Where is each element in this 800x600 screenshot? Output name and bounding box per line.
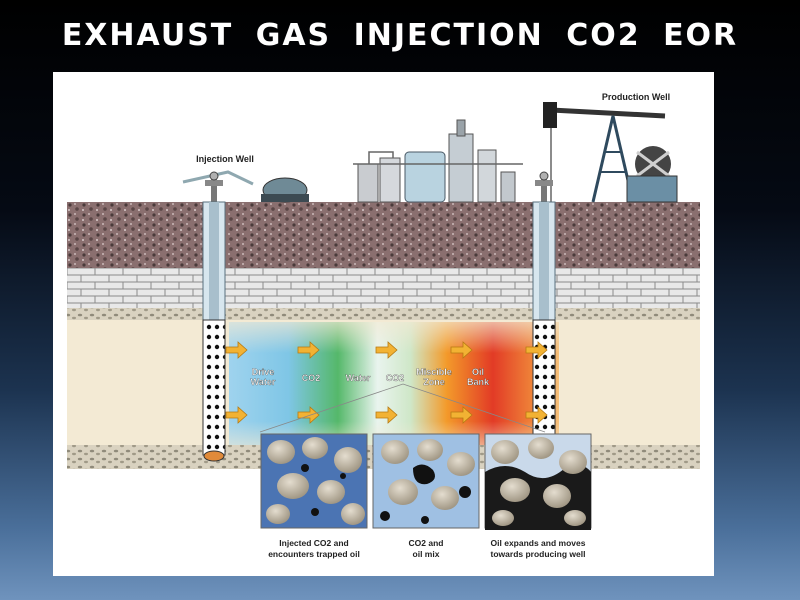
processing-plant — [353, 119, 523, 203]
slide-title: EXHAUST GAS INJECTION CO2 EOR — [61, 18, 739, 53]
panel-caption: CO2 and — [409, 538, 444, 548]
panel-captions: Injected CO2 and encounters trapped oil … — [268, 538, 586, 559]
flow-arrow — [225, 341, 248, 359]
zone-label: Bank — [467, 377, 490, 387]
flow-arrows — [225, 341, 548, 424]
zone-labels: Drive Water CO2 Water CO2 Miscible Zone … — [251, 367, 491, 387]
zone-label: Water — [251, 377, 276, 387]
production-well — [532, 171, 556, 436]
flow-arrow — [525, 341, 548, 359]
flow-arrow — [225, 406, 248, 424]
panel-caption: Oil expands and moves — [491, 538, 586, 548]
zone-label: Miscible — [416, 367, 452, 377]
eor-diagram-svg: Injection Well Production Well Drive Wat… — [53, 72, 714, 576]
production-well-label: Production Well — [602, 92, 670, 102]
zone-label: CO2 — [386, 373, 405, 383]
injection-well — [202, 171, 226, 462]
compressor — [182, 170, 309, 203]
pore-panel-1 — [260, 433, 368, 529]
pore-panel-3 — [484, 433, 592, 530]
zone-label: CO2 — [302, 373, 321, 383]
flow-arrow — [525, 406, 548, 424]
flow-arrow — [450, 341, 473, 359]
panel-caption: towards producing well — [491, 549, 586, 559]
zone-label: Zone — [423, 377, 445, 387]
panel-caption: Injected CO2 and — [279, 538, 348, 548]
flow-arrow — [375, 406, 398, 424]
pump-jack — [543, 102, 678, 203]
panel-caption: encounters trapped oil — [268, 549, 360, 559]
rock-layer — [67, 202, 700, 268]
eor-diagram: Injection Well Production Well Drive Wat… — [53, 72, 714, 576]
pore-panel-2 — [372, 433, 480, 529]
pebble-seam-top — [67, 308, 700, 320]
flow-arrow — [297, 406, 320, 424]
zone-label: Oil — [472, 367, 484, 377]
limestone-layer — [67, 268, 700, 308]
flow-arrow — [450, 406, 473, 424]
flow-arrow — [375, 341, 398, 359]
zone-label: Drive — [252, 367, 275, 377]
panel-caption: oil mix — [413, 549, 440, 559]
injection-well-label: Injection Well — [196, 154, 254, 164]
zone-label: Water — [346, 373, 371, 383]
flow-arrow — [297, 341, 320, 359]
